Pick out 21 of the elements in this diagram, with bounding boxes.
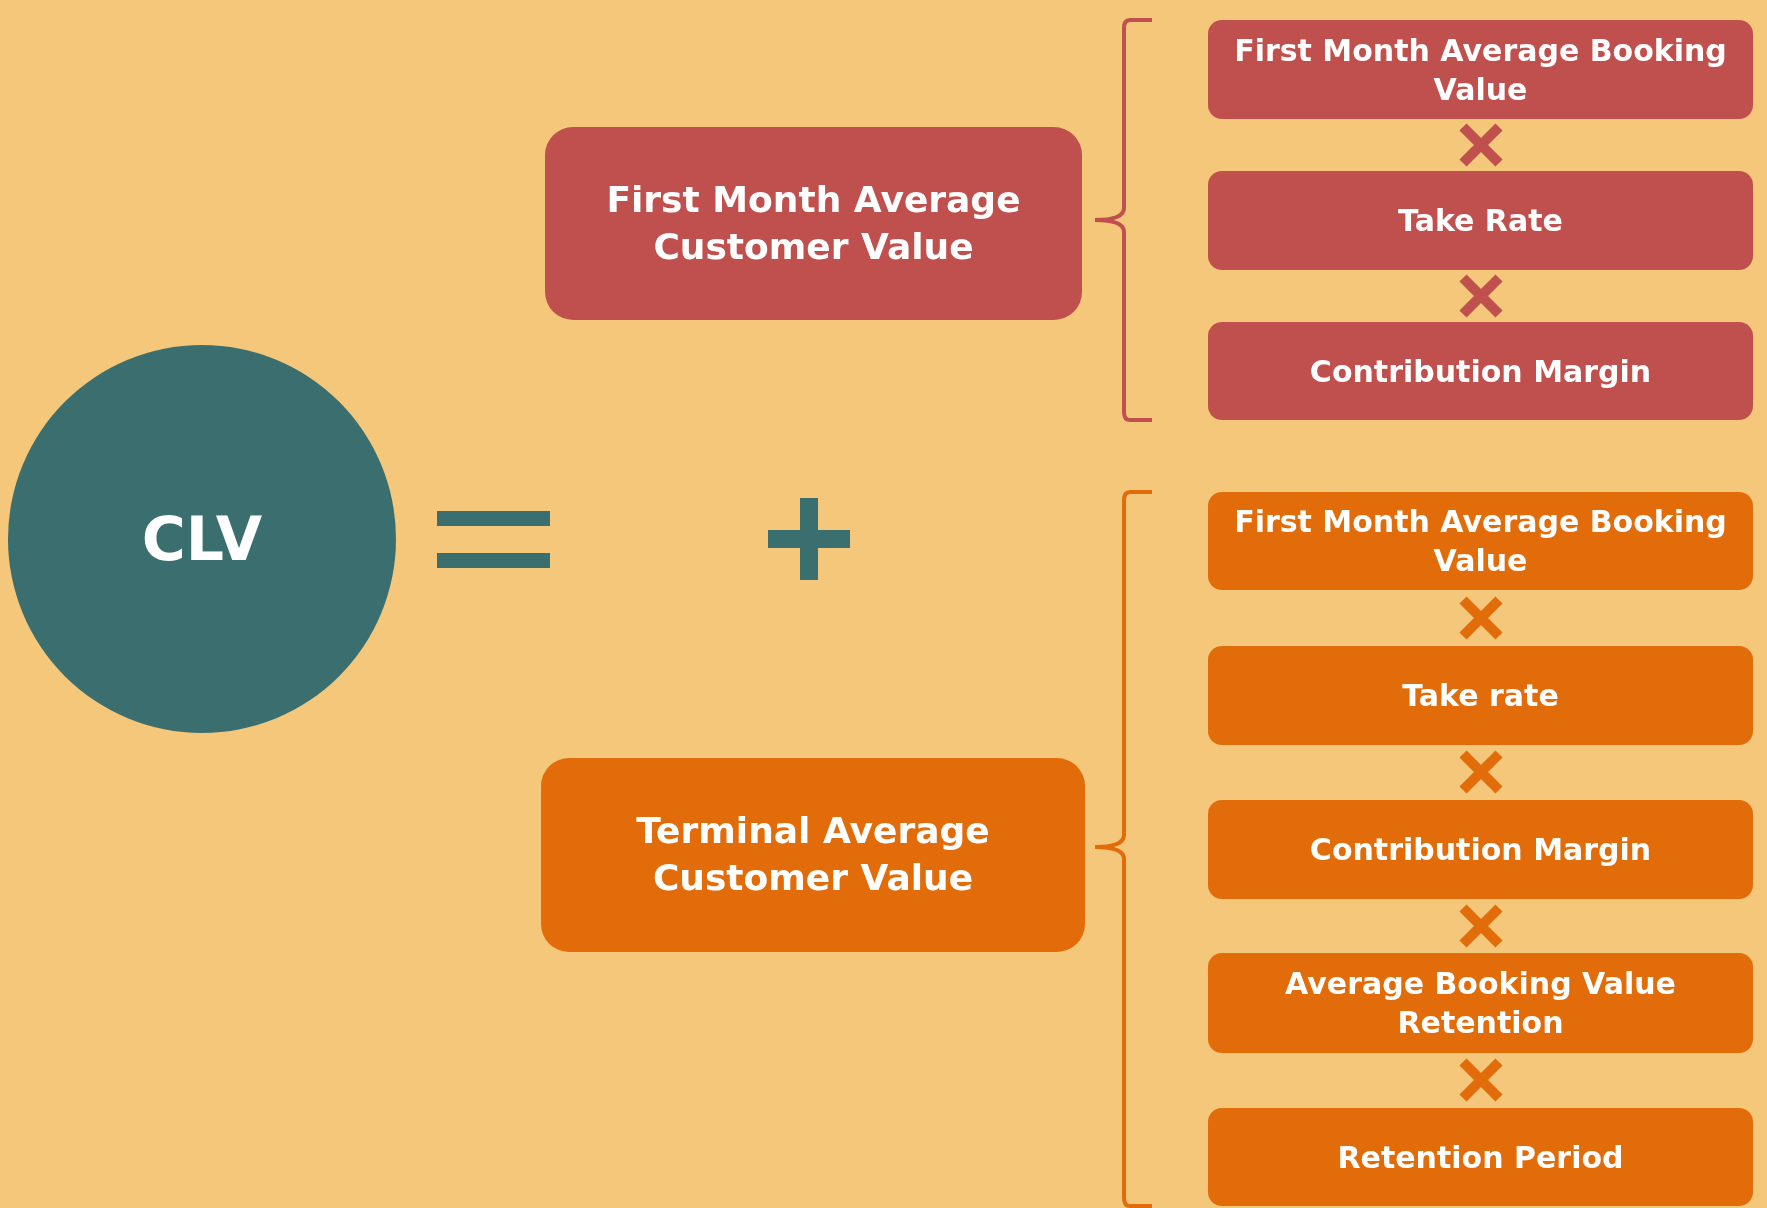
factor-box (1208, 20, 1753, 119)
box-label: CLV (141, 503, 263, 576)
component-box (545, 127, 1082, 320)
factor-box (1208, 322, 1753, 420)
factor-box (1208, 953, 1753, 1053)
box-label: Terminal Average Customer Value (635, 809, 991, 900)
factor-box (1208, 1108, 1753, 1206)
box-label: First Month Average Customer Value (605, 177, 1022, 269)
box-label: Contribution Margin (1309, 831, 1652, 869)
factor-box (1208, 171, 1753, 270)
box-label: Contribution Margin (1309, 352, 1652, 391)
box-label: Retention Period (1337, 1138, 1624, 1177)
box-label: Take Rate (1398, 202, 1563, 240)
box-label: First Month Average Booking Value (1233, 31, 1728, 109)
factor-box (1208, 646, 1753, 745)
factor-box (1208, 492, 1753, 590)
box-label: First Month Average Booking Value (1233, 503, 1728, 580)
component-box (541, 758, 1085, 952)
box-label: Average Booking Value Retention (1284, 965, 1677, 1042)
box-label: Take rate (1402, 677, 1559, 715)
factor-box (1208, 800, 1753, 899)
